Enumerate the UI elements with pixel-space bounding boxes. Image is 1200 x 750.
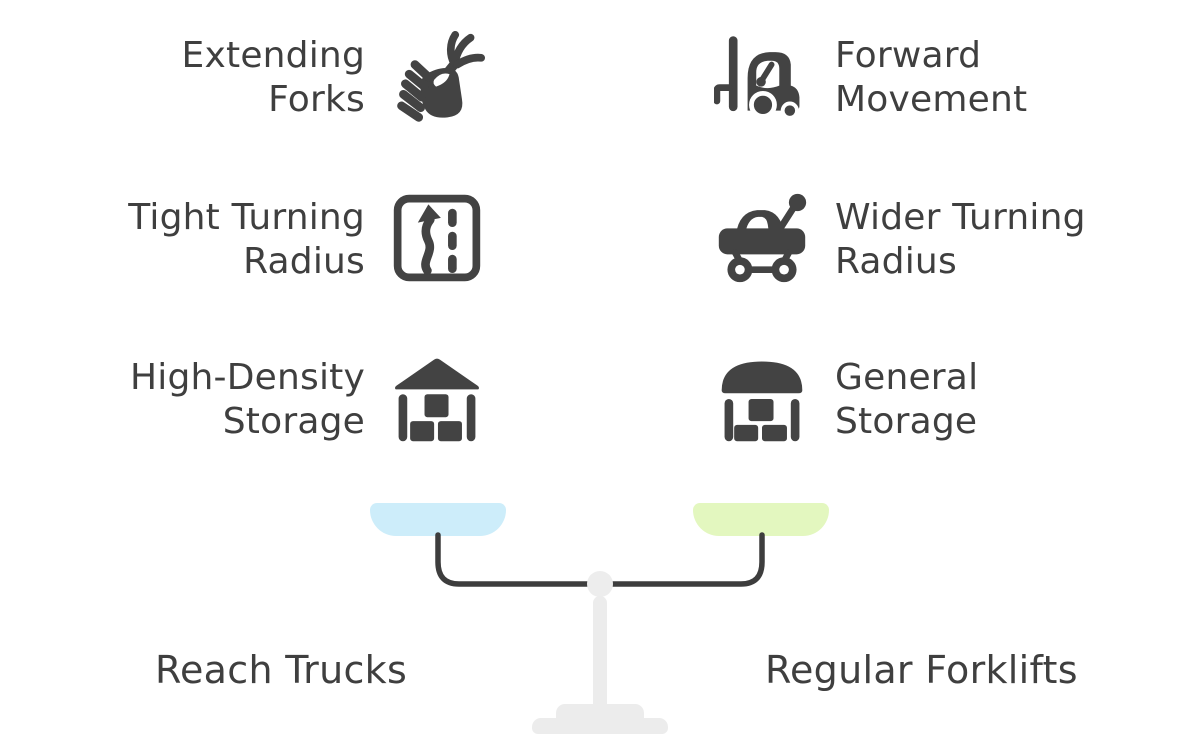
feature-line: Radius bbox=[243, 241, 365, 282]
route-icon bbox=[389, 190, 485, 286]
feature-line: Storage bbox=[835, 401, 978, 442]
left-scale-pan bbox=[370, 503, 506, 536]
feature-line: Extending bbox=[181, 35, 365, 76]
forklift-icon bbox=[714, 30, 810, 126]
feature-label-tight-turning-radius: Tight Turning Radius bbox=[128, 196, 365, 284]
left-title: Reach Trucks bbox=[155, 648, 408, 692]
feature-label-forward-movement: Forward Movement bbox=[835, 34, 1027, 122]
feature-label-high-density-storage: High-Density Storage bbox=[130, 356, 365, 444]
stand-base-top bbox=[556, 704, 644, 722]
feature-line: Radius bbox=[835, 241, 957, 282]
feature-line: Forward bbox=[835, 35, 982, 76]
feature-line: Storage bbox=[222, 401, 365, 442]
feature-label-wider-turning-radius: Wider Turning Radius bbox=[835, 196, 1086, 284]
stand-base-bottom bbox=[532, 718, 668, 734]
warehouse-dome-icon bbox=[714, 351, 810, 447]
beam-pivot bbox=[587, 571, 613, 597]
right-title: Regular Forklifts bbox=[765, 648, 1078, 692]
hand-fork-icon bbox=[389, 30, 485, 126]
feature-line: Forks bbox=[268, 79, 365, 120]
warehouse-peak-icon bbox=[389, 351, 485, 447]
feature-label-extending-forks: Extending Forks bbox=[182, 34, 365, 122]
feature-line: Movement bbox=[835, 79, 1028, 120]
stand-pole bbox=[593, 596, 607, 706]
feature-line: High-Density bbox=[130, 357, 365, 398]
feature-line: Wider Turning bbox=[835, 197, 1086, 238]
feature-label-general-storage: General Storage bbox=[835, 356, 978, 444]
buggy-icon bbox=[714, 190, 810, 286]
right-scale-pan bbox=[693, 503, 829, 536]
feature-line: Tight Turning bbox=[128, 197, 365, 238]
feature-line: General bbox=[835, 357, 979, 398]
